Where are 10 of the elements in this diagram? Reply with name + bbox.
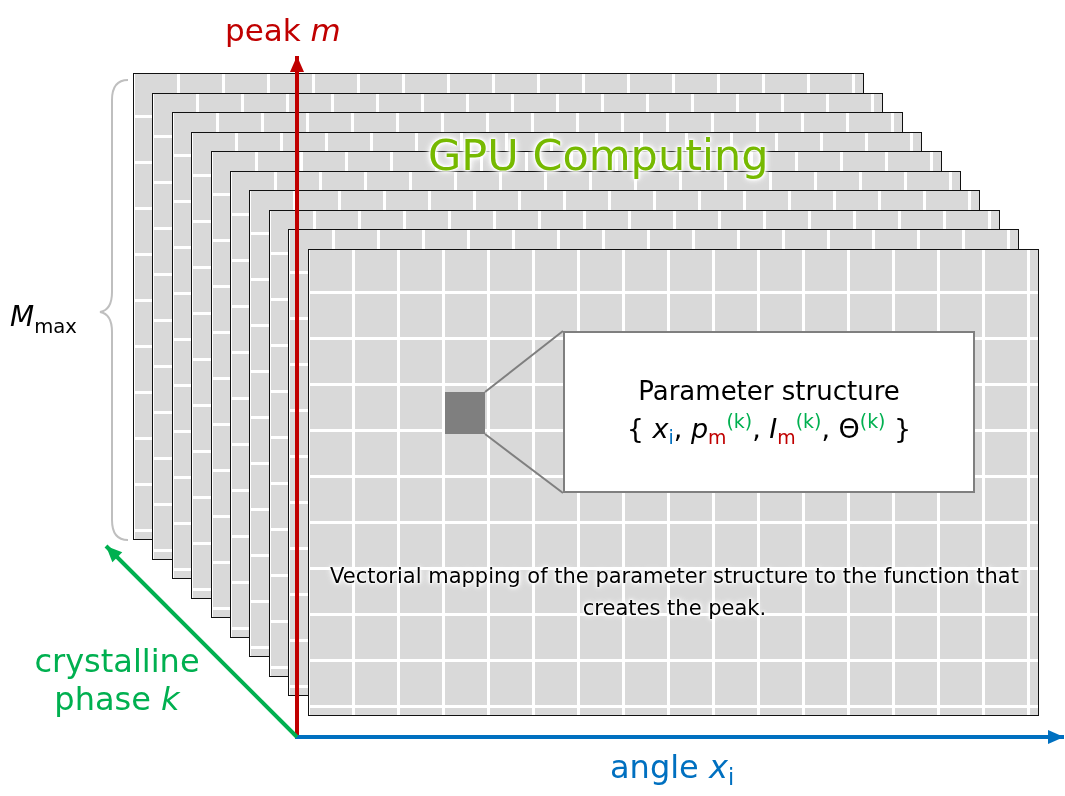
description-text: Vectorial mapping of the parameter structure to the function that creates the peak. (329, 563, 1020, 622)
axis-label: peak m (225, 12, 341, 48)
highlighted-cell (445, 392, 485, 434)
box-heading: Parameter structure (638, 375, 900, 406)
axis-label: crystalline phase k (33, 642, 201, 719)
axis-label: angle x$_{i}$ (610, 748, 735, 791)
formula: { x$_{i}$, p$_{m}$$^{(k)}$, I$_{m}$$^{(k)}$, Θ$^{(k)}$ } (626, 409, 912, 449)
brace-label: M$_{max}$ (10, 300, 77, 338)
callout-line (484, 330, 564, 494)
callout-box (563, 331, 975, 493)
